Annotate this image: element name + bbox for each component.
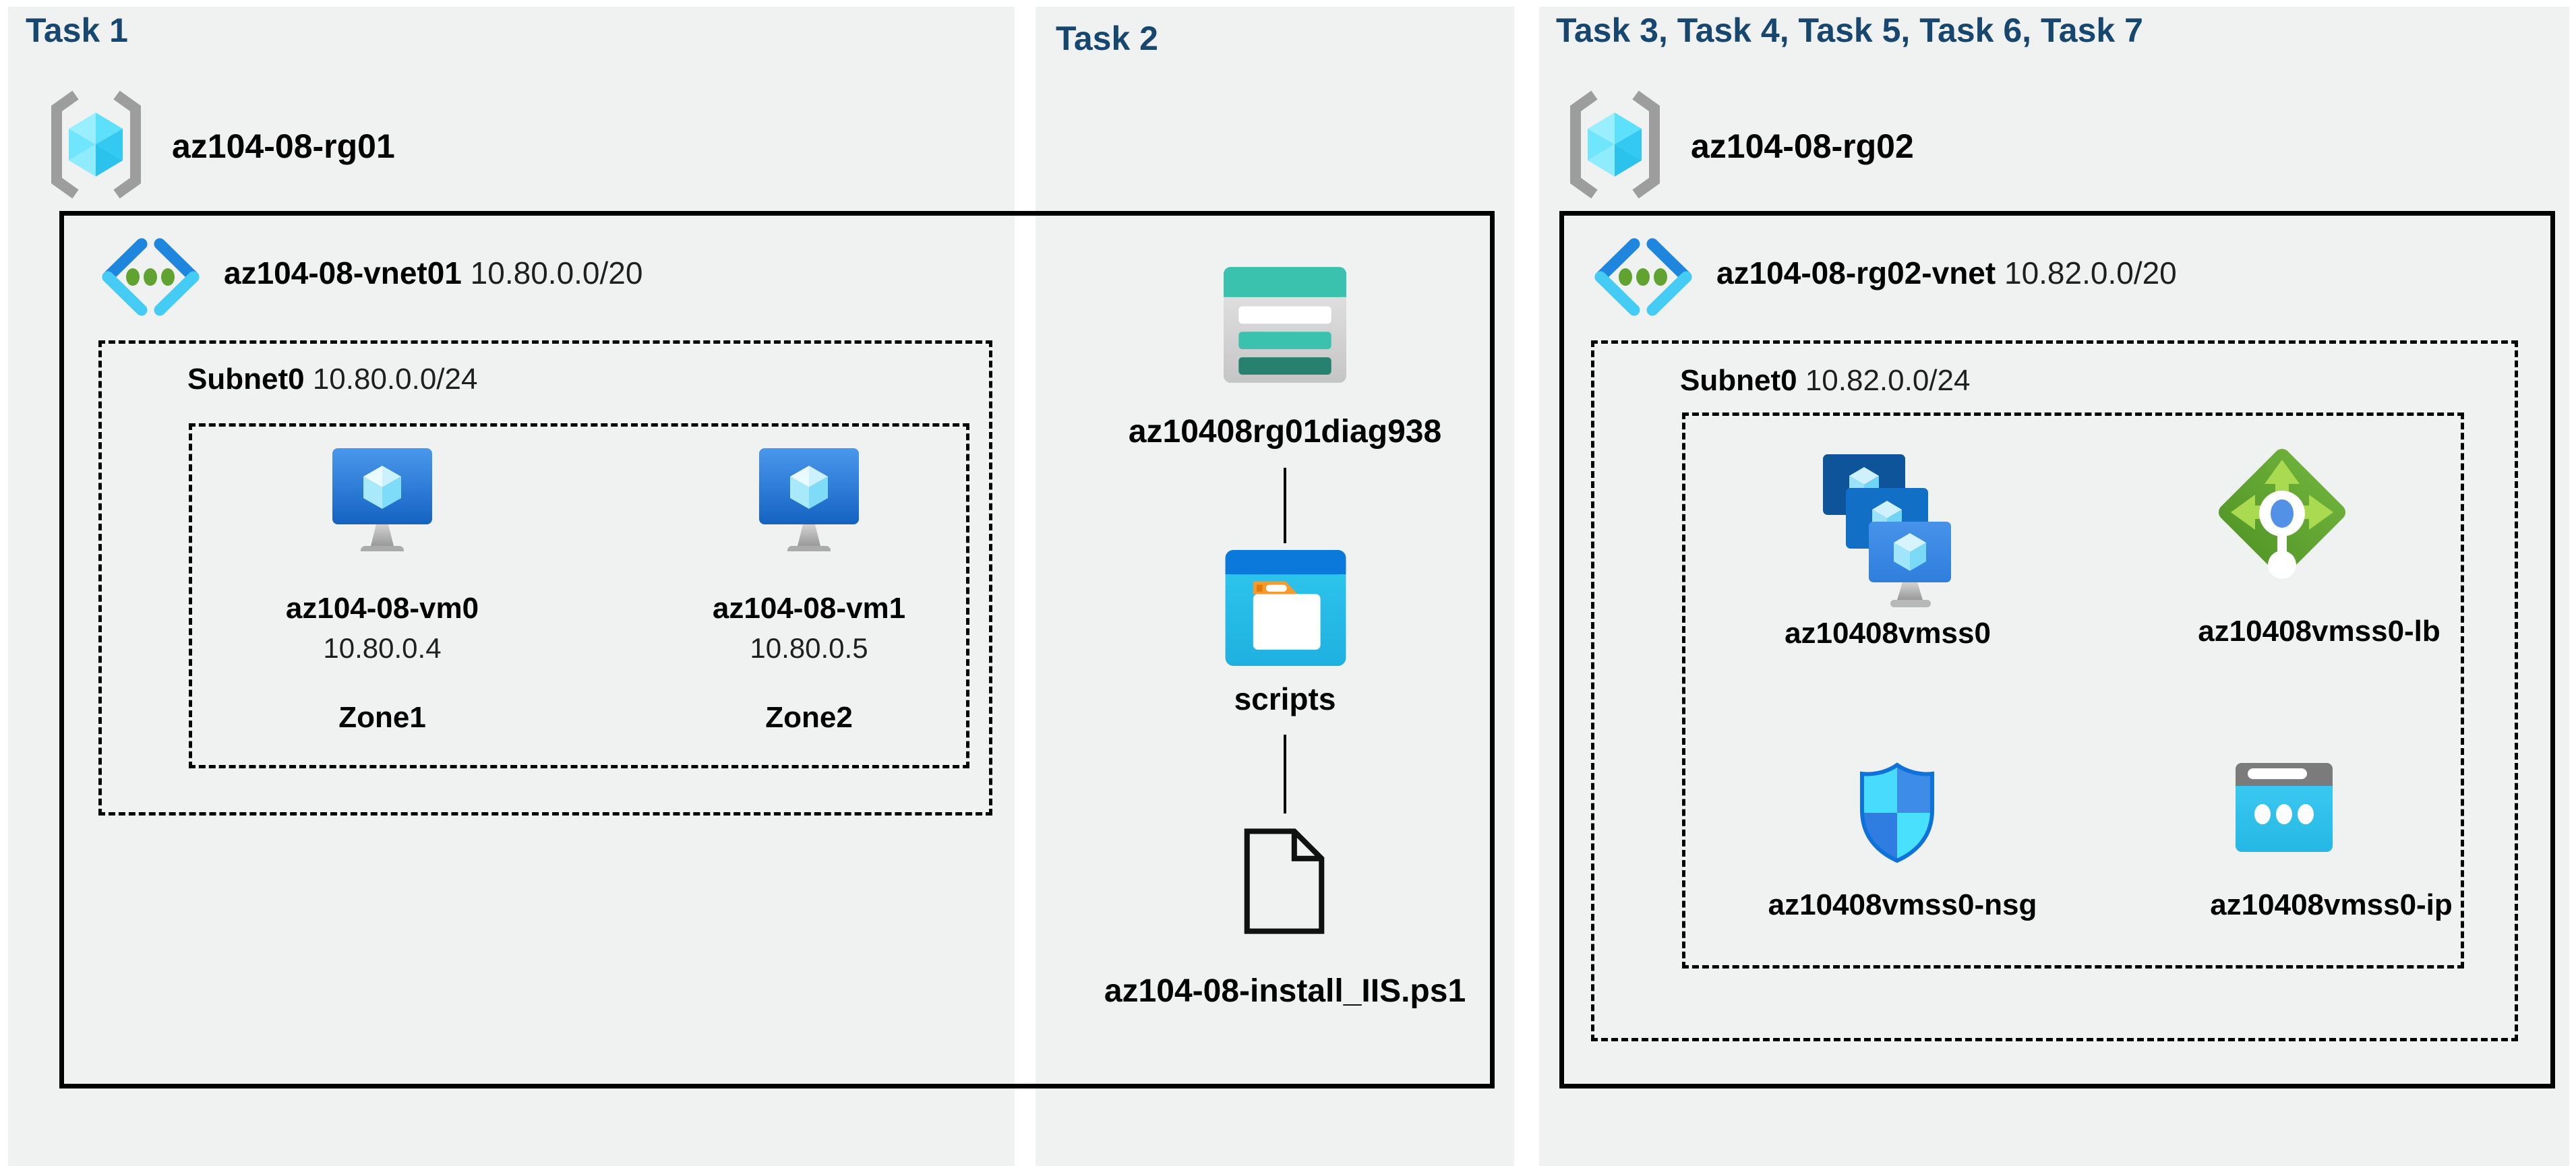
script-file-name: az104-08-install_IIS.ps1 xyxy=(1104,973,1466,1009)
subnet-name: Subnet0 xyxy=(187,363,305,396)
virtual-machine-icon xyxy=(332,448,433,563)
vnet-name: az104-08-rg02-vnet xyxy=(1716,255,1996,290)
subnet-name: Subnet0 xyxy=(1680,364,1797,397)
task1-heading: Task 1 xyxy=(26,11,128,49)
connector-line xyxy=(1284,735,1286,814)
vm-scale-set-icon xyxy=(1820,450,1952,608)
task3-subnet0-box xyxy=(1591,340,2518,1041)
vm-name: az104-08-vm1 xyxy=(712,592,906,625)
vnet-name: az104-08-vnet01 xyxy=(224,255,462,290)
vm-ip: 10.80.0.5 xyxy=(750,632,868,664)
container-name: scripts xyxy=(1234,681,1336,716)
vmss-name: az10408vmss0 xyxy=(1785,617,1991,650)
resource-group-icon xyxy=(1559,89,1671,200)
task1-subnet-label: Subnet0 10.80.0.0/24 xyxy=(187,363,477,396)
task3-heading: Task 3, Task 4, Task 5, Task 6, Task 7 xyxy=(1556,11,2143,49)
task3-panel xyxy=(1539,7,2569,1166)
file-icon xyxy=(1242,826,1326,937)
task1-vnet-boundary-box xyxy=(59,211,1495,1088)
vm-zone: Zone2 xyxy=(765,701,853,734)
vnet-cidr: 10.82.0.0/20 xyxy=(2004,255,2177,290)
nsg-name: az10408vmss0-nsg xyxy=(1768,888,2037,921)
storage-account-name: az10408rg01diag938 xyxy=(1128,414,1442,450)
vnet-cidr: 10.80.0.0/20 xyxy=(470,255,643,290)
network-security-group-icon xyxy=(1855,762,1939,864)
virtual-network-icon xyxy=(98,237,203,317)
load-balancer-icon xyxy=(2215,445,2349,581)
virtual-network-icon xyxy=(1591,237,1696,317)
storage-account-icon xyxy=(1224,267,1346,383)
public-ip-name: az10408vmss0-ip xyxy=(2210,888,2453,921)
task1-panel xyxy=(8,7,1015,1166)
vm-ip: 10.80.0.4 xyxy=(323,632,442,664)
task2-heading: Task 2 xyxy=(1056,20,1158,57)
resource-group-icon xyxy=(40,89,152,200)
vnet-label: az104-08-rg02-vnet 10.82.0.0/20 xyxy=(1716,255,2177,291)
vm-name: az104-08-vm0 xyxy=(285,592,479,625)
task1-subnet0-box xyxy=(98,340,992,816)
task3-subnet-label: Subnet0 10.82.0.0/24 xyxy=(1680,364,1970,398)
task3-resources-box xyxy=(1682,412,2464,969)
blob-container-icon xyxy=(1225,550,1346,666)
vm-zone: Zone1 xyxy=(338,701,426,734)
resource-group-name: az104-08-rg01 xyxy=(172,127,395,165)
subnet-cidr: 10.82.0.0/24 xyxy=(1805,364,1971,397)
subnet-cidr: 10.80.0.0/24 xyxy=(312,363,478,396)
public-ip-icon xyxy=(2236,763,2333,852)
task1-vm-zone-box xyxy=(189,423,969,768)
load-balancer-name: az10408vmss0-lb xyxy=(2198,615,2440,648)
connector-line xyxy=(1284,468,1286,543)
task3-vnet-boundary-box xyxy=(1559,211,2555,1088)
resource-group-name: az104-08-rg02 xyxy=(1691,127,1914,165)
virtual-machine-icon xyxy=(758,448,860,563)
vnet-label: az104-08-vnet01 10.80.0.0/20 xyxy=(224,255,642,291)
